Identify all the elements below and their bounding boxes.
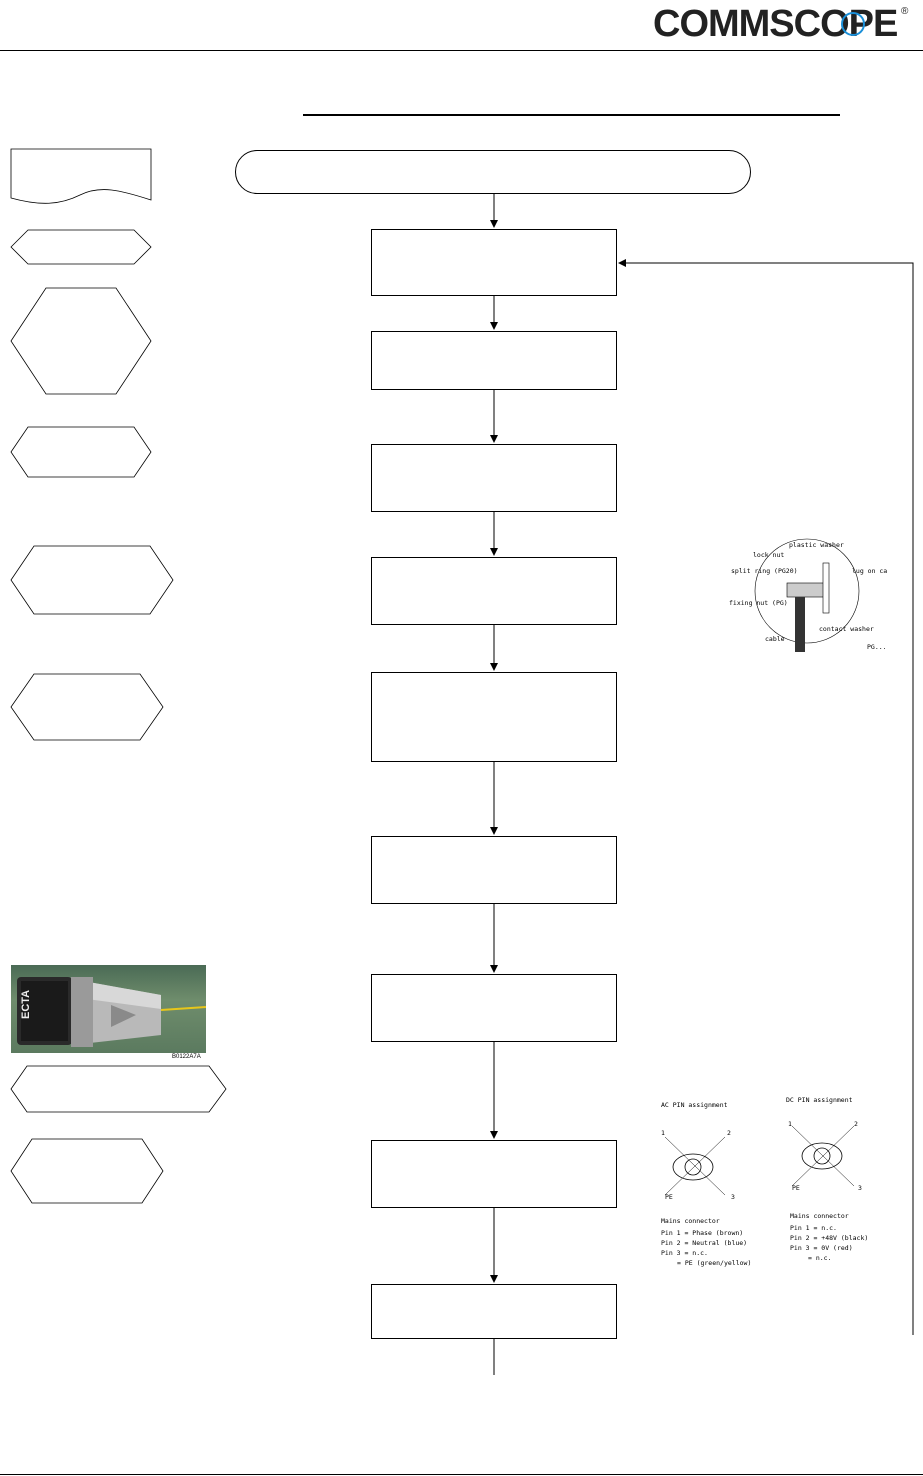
dc-pin-diagram: DC PIN assignment 1 2 3 PE Mains connect…: [786, 1096, 868, 1262]
dc-pin-title: DC PIN assignment: [786, 1096, 853, 1104]
hexagon-5: [10, 673, 164, 741]
flow-step-8: [371, 1140, 617, 1208]
hexagon-2: [10, 287, 152, 395]
logo-text: COMMSCOPE: [653, 3, 897, 45]
footer-rule: [0, 1474, 923, 1475]
flow-step-7: [371, 974, 617, 1042]
dc-line-4: = n.c.: [808, 1254, 831, 1262]
flow-step-3: [371, 444, 617, 512]
hexagon-4: [10, 545, 174, 615]
ac-line-2: Pin 2 = Neutral (blue): [661, 1239, 747, 1247]
document-shape: [10, 148, 152, 204]
flow-step-2: [371, 331, 617, 390]
dc-line-1: Pin 1 = n.c.: [790, 1224, 837, 1232]
ac-pin-diagram: AC PIN assignment 1 2 3 PE Mains connect…: [661, 1101, 751, 1267]
diagram-label-lug: lug on cable: [852, 567, 887, 575]
diagram-label-fixing-nut: fixing nut (PG): [729, 599, 788, 607]
diagram-label-contact-washer: contact washer: [819, 625, 874, 633]
flow-step-1: [371, 229, 617, 296]
dc-pe-label: PE: [792, 1184, 800, 1192]
dc-line-3: Pin 3 = 0V (red): [790, 1244, 853, 1252]
hexagon-6: [10, 1065, 227, 1113]
cable-gland-diagram: plastic washer lock nut split ring (PG20…: [729, 538, 887, 652]
loop-back-arrow: [618, 259, 914, 1335]
flow-step-6: [371, 836, 617, 904]
diagram-label-split-ring: split ring (PG20): [731, 567, 798, 575]
registered-mark: ®: [901, 6, 909, 17]
flow-step-4: [371, 557, 617, 625]
ac-pin-title: AC PIN assignment: [661, 1101, 728, 1109]
ac-caption: Mains connector: [661, 1217, 720, 1225]
diagram-code: PG...: [867, 643, 887, 651]
dc-caption: Mains connector: [790, 1212, 849, 1220]
diagram-label-lock-nut: lock nut: [753, 551, 784, 559]
diagram-label-plastic-washer: plastic washer: [789, 541, 844, 549]
ac-line-4: = PE (green/yellow): [677, 1259, 751, 1267]
ac-pe-label: PE: [665, 1193, 673, 1201]
flow-step-5: [371, 672, 617, 762]
connector-photo: ECTA: [11, 965, 206, 1053]
hexagon-3: [10, 426, 152, 478]
hexagon-7: [10, 1138, 164, 1204]
commscope-logo: COMMSCOPE ®: [653, 2, 913, 51]
dc-pin-2-label: 2: [854, 1120, 858, 1128]
ac-line-3: Pin 3 = n.c.: [661, 1249, 708, 1257]
hexagon-1: [10, 229, 152, 265]
ac-pin-2-label: 2: [727, 1129, 731, 1137]
header-rule: [0, 50, 923, 51]
flow-step-9: [371, 1284, 617, 1339]
dc-pin-3-label: 3: [858, 1184, 862, 1192]
dc-line-2: Pin 2 = +48V (black): [790, 1234, 868, 1242]
diagram-label-cable: cable: [765, 635, 785, 643]
ac-pin-3-label: 3: [731, 1193, 735, 1201]
flow-start-terminator: [235, 150, 751, 194]
title-underline: [303, 114, 840, 116]
ac-line-1: Pin 1 = Phase (brown): [661, 1229, 743, 1237]
dc-pin-1-label: 1: [788, 1120, 792, 1128]
ac-pin-1-label: 1: [661, 1129, 665, 1137]
photo-code: B0122A7A: [172, 1054, 201, 1060]
photo-brand-text: ECTA: [20, 990, 32, 1019]
